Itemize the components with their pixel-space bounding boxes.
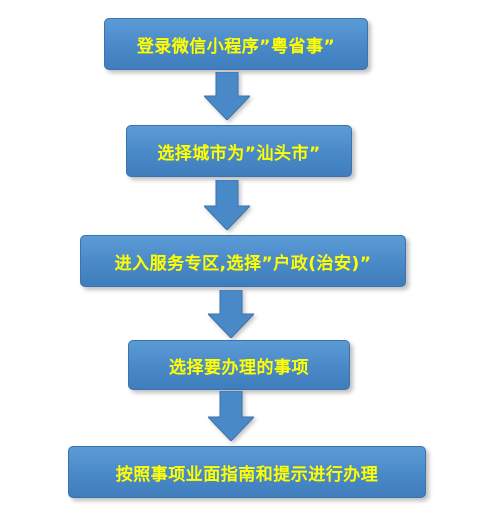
down-arrow-1-icon xyxy=(204,72,250,120)
step-2-label: 选择城市为”汕头市” xyxy=(157,143,321,164)
down-arrow-3-icon xyxy=(208,290,254,338)
step-5-box: 按照事项业面指南和提示进行办理 xyxy=(68,446,426,498)
step-3-label: 进入服务专区,选择”户政(治安)” xyxy=(114,253,372,274)
down-arrow-4-icon xyxy=(208,391,254,441)
step-4-box: 选择要办理的事项 xyxy=(128,340,350,390)
step-2-box: 选择城市为”汕头市” xyxy=(126,125,352,177)
step-5-label: 按照事项业面指南和提示进行办理 xyxy=(115,464,379,485)
down-arrow-2-icon xyxy=(204,180,250,230)
step-1-box: 登录微信小程序”粤省事” xyxy=(104,18,368,70)
step-3-box: 进入服务专区,选择”户政(治安)” xyxy=(80,235,406,287)
step-1-label: 登录微信小程序”粤省事” xyxy=(136,36,336,57)
step-4-label: 选择要办理的事项 xyxy=(169,357,309,378)
